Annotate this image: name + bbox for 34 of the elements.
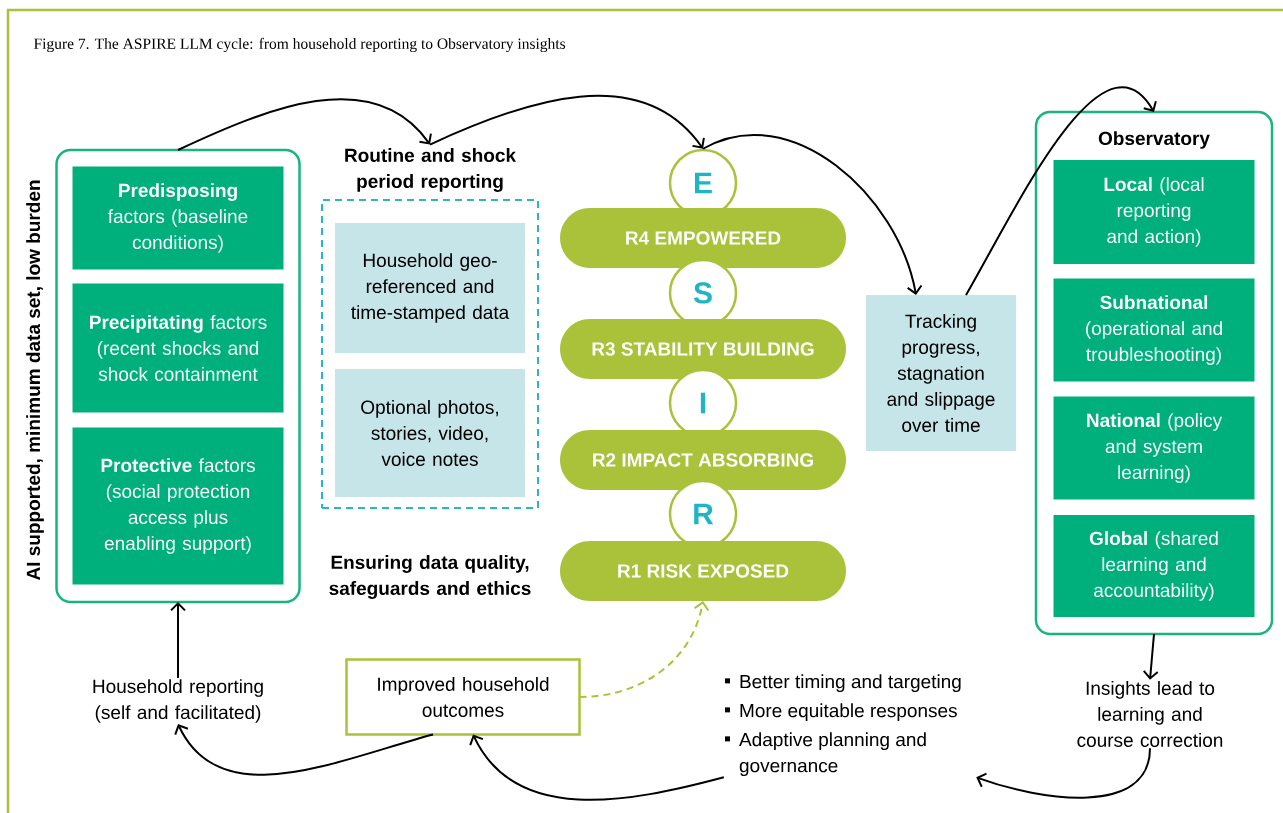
arrow — [174, 724, 434, 776]
arrow — [170, 602, 186, 679]
arrow — [177, 98, 432, 151]
text-label: Household reporting (self and facilitated) — [93, 679, 263, 723]
outcome-box: Improved household outcomes — [345, 658, 581, 736]
info-box: Household geo-referenced and time-stamped data — [335, 223, 525, 353]
arrow — [965, 86, 1157, 296]
stage-pill: R2 IMPACT ABSORBING — [560, 430, 846, 490]
stage-pill: R3 STABILITY BUILDING — [560, 319, 846, 379]
panel-heading: Observatory — [1098, 131, 1210, 149]
side-label: AI supported, minimum data set, low burden — [26, 180, 44, 581]
factor-box: Protective factors (social protection access plus enabling support) — [72, 427, 284, 585]
factor-box: Global (shared learning and accountability) — [1053, 515, 1255, 617]
rounded-panel — [55, 148, 301, 604]
arrow — [429, 94, 705, 149]
box-heading: Routine and shock period reporting — [345, 148, 517, 192]
figure-title: Figure 7. The ASPIRE LLM cycle: from household reporting to Observatory insights — [34, 37, 566, 53]
bullet-list: Better timing and targeting More equitable responses Adaptive planning and governance — [725, 674, 961, 777]
box-footer: Ensuring data quality, safeguards and ethics — [329, 555, 531, 599]
factor-box: National (policy and system learning) — [1053, 396, 1255, 500]
arrow — [976, 747, 1151, 799]
text-label: Insights lead to learning and course correction — [1077, 681, 1223, 747]
arrow — [469, 734, 725, 801]
factor-box: Subnational (operational and troubleshooting) — [1053, 278, 1255, 382]
stage-pill: R4 EMPOWERED — [560, 208, 846, 268]
info-box: Tracking progress, stagnation and slippage over time — [866, 295, 1016, 451]
factor-box: Precipitating factors (recent shocks and shock containment — [72, 283, 284, 413]
arrow — [578, 601, 710, 698]
factor-box: Predisposing factors (baseline conditions) — [72, 166, 284, 270]
info-box: Optional photos, stories, video, voice notes — [335, 369, 525, 497]
arrow — [702, 134, 923, 295]
stage-pill: R1 RISK EXPOSED — [560, 541, 846, 601]
factor-box: Local (local reporting and action) — [1053, 160, 1255, 264]
arrow — [1142, 633, 1159, 680]
